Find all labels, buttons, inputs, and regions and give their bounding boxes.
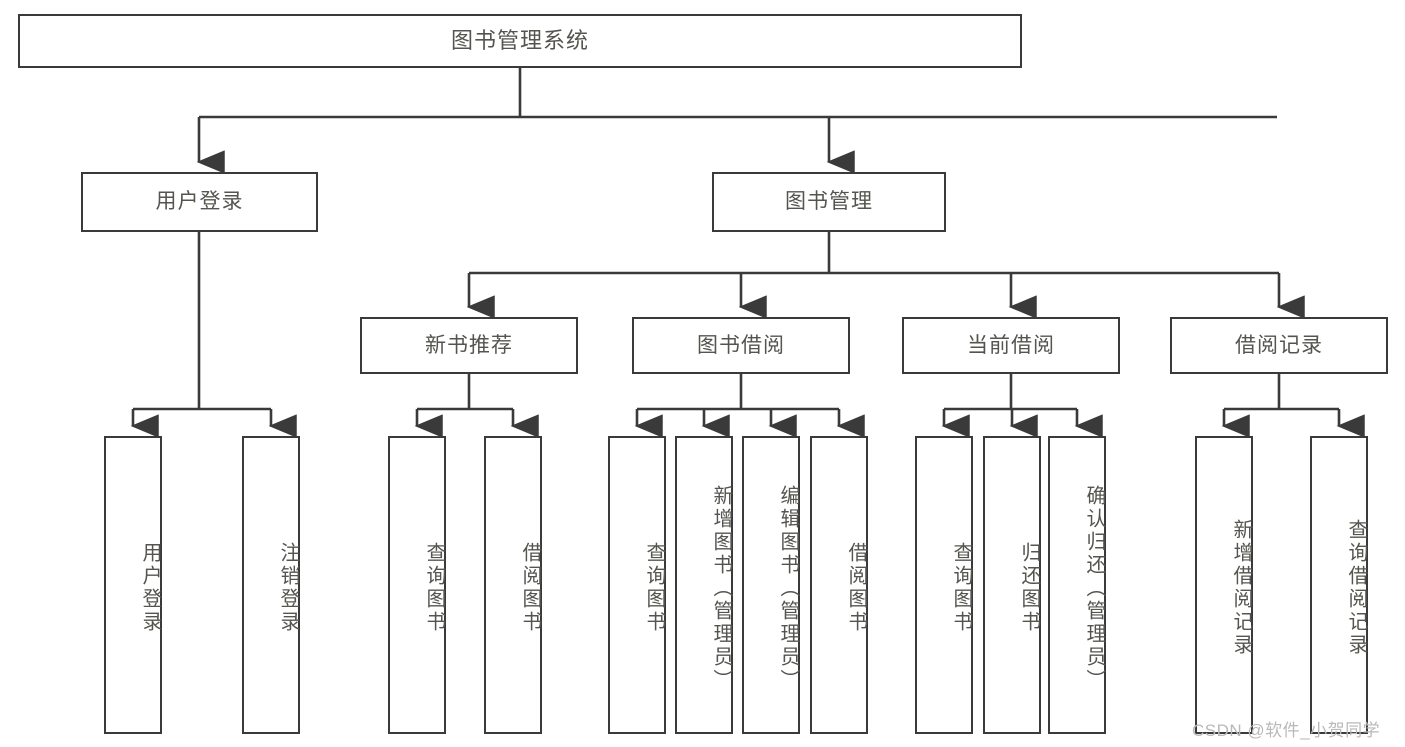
node-user-login[interactable]: 用户登录 <box>81 172 318 232</box>
leaf-current-borrow-confirm-return[interactable]: 确认归还（管理员） <box>1048 436 1106 734</box>
node-label: 新书推荐 <box>425 333 513 357</box>
node-label: 图书管理 <box>785 190 873 214</box>
leaf-book-borrow-borrow[interactable]: 借阅图书 <box>810 436 868 734</box>
node-label: 新增借阅记录 <box>1230 519 1252 657</box>
node-book-management[interactable]: 图书管理 <box>712 172 946 232</box>
node-book-borrow[interactable]: 图书借阅 <box>632 317 850 374</box>
leaf-borrow-record-add[interactable]: 新增借阅记录 <box>1195 436 1253 734</box>
leaf-user-login-logout[interactable]: 注销登录 <box>242 436 300 734</box>
node-label: 确认归还（管理员） <box>1083 484 1105 692</box>
node-label: 借阅图书 <box>519 542 541 634</box>
leaf-book-borrow-query[interactable]: 查询图书 <box>608 436 666 734</box>
node-label: 查询图书 <box>950 542 972 634</box>
leaf-new-book-borrow[interactable]: 借阅图书 <box>484 436 542 734</box>
node-borrow-record[interactable]: 借阅记录 <box>1170 317 1388 374</box>
node-label: 当前借阅 <box>967 333 1055 357</box>
leaf-borrow-record-query[interactable]: 查询借阅记录 <box>1310 436 1368 734</box>
node-label: 用户登录 <box>155 190 244 214</box>
node-label: 图书借阅 <box>697 333 785 357</box>
leaf-book-borrow-add[interactable]: 新增图书（管理员） <box>675 436 733 734</box>
node-current-borrow[interactable]: 当前借阅 <box>902 317 1120 374</box>
node-label: 借阅记录 <box>1235 333 1323 357</box>
node-label: 注销登录 <box>277 542 299 634</box>
node-label: 用户登录 <box>139 542 161 634</box>
node-label: 归还图书 <box>1018 542 1040 634</box>
node-label: 查询借阅记录 <box>1345 519 1367 657</box>
node-new-book-recommend[interactable]: 新书推荐 <box>360 317 578 374</box>
node-label: 编辑图书（管理员） <box>777 484 799 692</box>
node-label: 查询图书 <box>423 542 445 634</box>
node-label: 借阅图书 <box>845 542 867 634</box>
node-label: 查询图书 <box>643 542 665 634</box>
csdn-watermark: CSDN @软件_小贺同学 <box>1192 721 1381 740</box>
node-label: 图书管理系统 <box>450 27 589 53</box>
node-book-management-system[interactable]: 图书管理系统 <box>18 14 1022 68</box>
leaf-current-borrow-return[interactable]: 归还图书 <box>983 436 1041 734</box>
leaf-new-book-query[interactable]: 查询图书 <box>388 436 446 734</box>
leaf-user-login-login[interactable]: 用户登录 <box>104 436 162 734</box>
leaf-book-borrow-edit[interactable]: 编辑图书（管理员） <box>742 436 800 734</box>
node-label: 新增图书（管理员） <box>710 484 732 692</box>
leaf-current-borrow-query[interactable]: 查询图书 <box>915 436 973 734</box>
